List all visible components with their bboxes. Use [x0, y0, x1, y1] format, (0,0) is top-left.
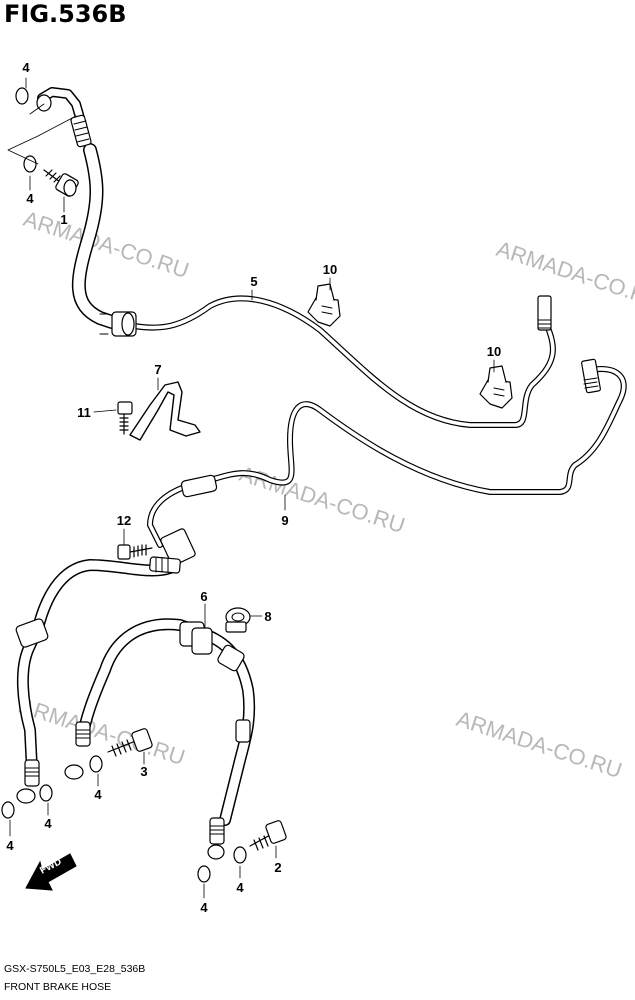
callout-4: 4 [6, 838, 14, 853]
callout-4: 4 [236, 880, 244, 895]
brake-hose-left [15, 556, 181, 804]
callout-8: 8 [264, 609, 271, 624]
callout-12: 12 [117, 513, 131, 528]
washer-4 [39, 784, 53, 802]
callouts: 1 2 3 4 4 4 4 4 4 4 5 6 7 8 9 10 10 11 1… [6, 60, 501, 915]
callout-10: 10 [487, 344, 501, 359]
clip-10-upper [307, 283, 341, 327]
washer-4 [197, 865, 211, 883]
figure-title: FIG.536B [4, 0, 127, 28]
washer-4 [233, 846, 247, 864]
fwd-arrow: FWD [25, 853, 77, 891]
clip-10-lower [479, 365, 513, 409]
clamp-8 [225, 607, 251, 633]
watermark: ARMADA-CO.RU [16, 693, 188, 770]
callout-4: 4 [94, 787, 102, 802]
figure-code: GSX-S750L5_E03_E28_536B [4, 963, 146, 975]
watermark: ARMADA-CO.RU [493, 236, 635, 313]
callout-1: 1 [60, 212, 67, 227]
callout-6: 6 [200, 589, 207, 604]
brake-hose-5 [36, 87, 556, 428]
callout-5: 5 [250, 274, 257, 289]
bolt-12 [117, 544, 153, 560]
union-bolt-3 [107, 728, 153, 757]
callout-7: 7 [154, 362, 161, 377]
figure-caption: FRONT BRAKE HOSE [4, 981, 112, 993]
callout-4: 4 [22, 60, 30, 75]
watermark: ARMADA-CO.RU [236, 461, 408, 538]
washer-4 [1, 801, 15, 819]
watermark: ARMADA-CO.RU [453, 706, 625, 783]
washer-4 [23, 155, 37, 173]
washer-4 [15, 87, 29, 105]
washers [1, 87, 247, 883]
callout-10: 10 [323, 262, 337, 277]
brake-hose-6 [64, 618, 256, 860]
bolt-11 [117, 401, 133, 435]
callout-2: 2 [274, 860, 281, 875]
callout-4: 4 [44, 816, 52, 831]
brake-hose-9 [147, 358, 627, 566]
washer-4 [89, 755, 103, 773]
watermark: ARMADA-CO.RU [20, 206, 192, 283]
callout-3: 3 [140, 764, 147, 779]
union-bolt-1 [43, 169, 79, 197]
callout-4: 4 [200, 900, 208, 915]
union-bolt-2 [249, 820, 287, 851]
callout-4: 4 [26, 191, 34, 206]
bracket-7 [129, 381, 201, 441]
callout-11: 11 [77, 405, 91, 420]
callout-9: 9 [281, 513, 288, 528]
leader-lines [7, 77, 495, 899]
